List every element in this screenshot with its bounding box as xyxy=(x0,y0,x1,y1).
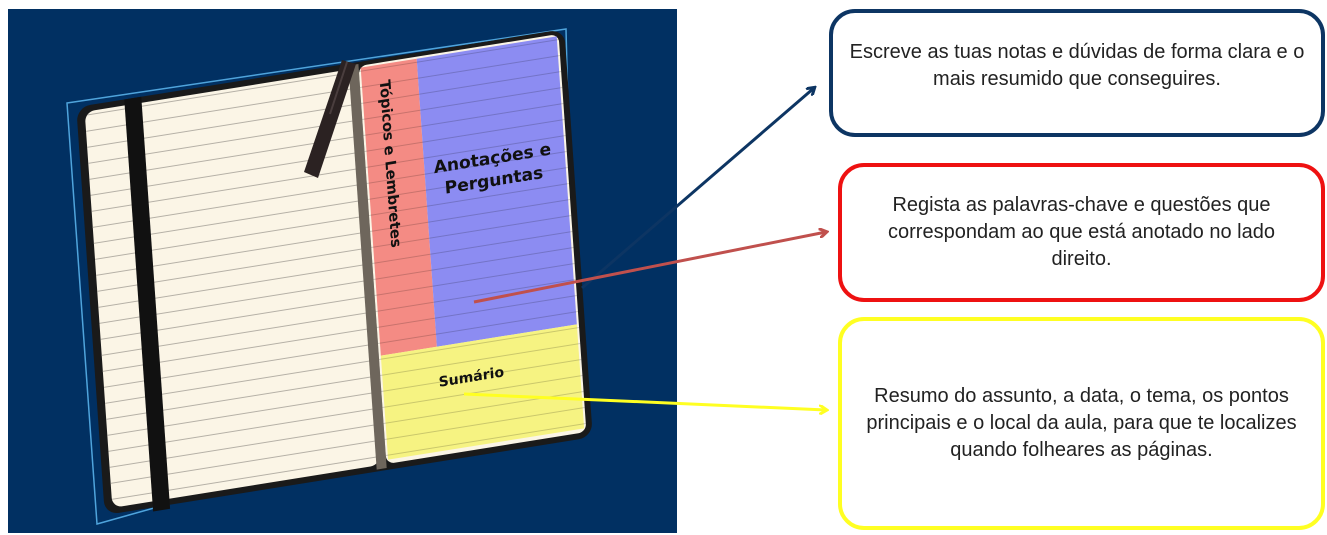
summary-callout-text: Resumo do assunto, a data, o tema, os po… xyxy=(866,385,1297,461)
right-page-lines xyxy=(358,34,587,465)
notes-callout-text: Escreve as tuas notas e dúvidas de forma… xyxy=(849,41,1305,90)
ribbon-highlight xyxy=(329,61,348,115)
notebook: Tópicos e Lembretes Anotações e Pergunta… xyxy=(77,31,592,514)
ribbon-bookmark xyxy=(304,60,356,178)
keywords-callout: Regista as palavras-chave e questões que… xyxy=(838,163,1325,302)
arrow-to-notes-callout xyxy=(581,88,814,290)
notes-callout: Escreve as tuas notas e dúvidas de forma… xyxy=(829,9,1325,137)
elastic-band xyxy=(124,96,171,512)
summary-callout: Resumo do assunto, a data, o tema, os po… xyxy=(838,317,1325,530)
arrow-to-summary-callout xyxy=(463,392,826,410)
keywords-callout-text: Regista as palavras-chave e questões que… xyxy=(888,194,1275,270)
spine xyxy=(348,64,387,470)
arrow-to-keywords-callout xyxy=(473,232,826,304)
